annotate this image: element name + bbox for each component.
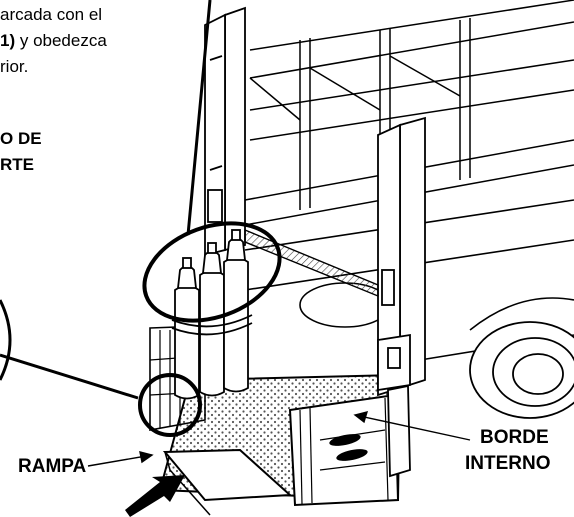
ramp [162,448,293,502]
wheel [469,321,574,419]
instruction-line-1: arcada con el [0,5,103,24]
instruction-line-2: 1) y obedezca [0,30,107,51]
rail-highlight [138,373,202,437]
instruction-line-2-rest: y obedezca [15,31,107,50]
label-inner-edge-2: INTERNO [465,453,551,474]
callout-lines [0,0,212,400]
inner-edge-gate [288,393,400,507]
direction-arrow-icon [125,475,185,517]
label-inner-edge-1: BORDE [480,427,549,448]
label-pointers [87,411,471,467]
instruction-line-3: rior. [0,57,29,76]
heading-line-1: O DE [0,129,42,148]
left-column [204,6,246,257]
cylinders-highlight [142,221,282,323]
instruction-ref-number: 1) [0,31,16,50]
right-column [377,116,426,478]
gas-cylinders [171,229,253,400]
inner-edge-gate-detail [299,397,389,505]
footprint-icon [329,434,368,461]
heading-line-2: RTE [0,155,34,174]
label-ramp: RAMPA [18,456,87,477]
